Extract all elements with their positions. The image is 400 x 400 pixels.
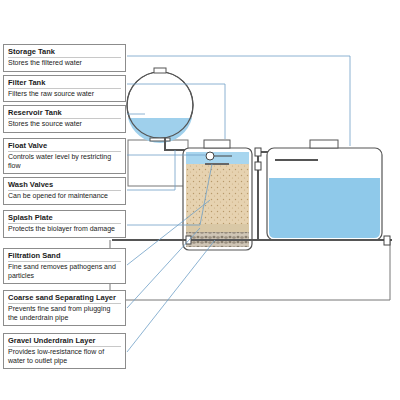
callout-body: Stores the source water: [8, 120, 121, 129]
callout-box: Reservoir TankStores the source water: [3, 105, 126, 133]
callout-body: Provides low-resistance flow of water to…: [8, 348, 121, 365]
callout-box: Filtration SandFine sand removes pathoge…: [3, 248, 126, 284]
callout-heading: Coarse sand Separating Layer: [8, 293, 121, 304]
callout-heading: Wash Valves: [8, 180, 121, 191]
callout-box: Storage TankStores the filtered water: [3, 44, 126, 72]
callout-body: Controls water level by restricting flow: [8, 153, 121, 170]
callout-body: Prevents fine sand from plugging the und…: [8, 305, 121, 322]
callout-box: Coarse sand Separating LayerPrevents fin…: [3, 290, 126, 326]
callout-body: Protects the biolayer from damage: [8, 225, 121, 234]
callout-heading: Splash Plate: [8, 213, 121, 224]
callout-box: Float ValveControls water level by restr…: [3, 138, 126, 174]
callout-body: Stores the filtered water: [8, 59, 121, 68]
callout-heading: Storage Tank: [8, 47, 121, 58]
callout-body: Fine sand removes pathogens and particle…: [8, 263, 121, 280]
callout-heading: Reservoir Tank: [8, 108, 121, 119]
callout-body: Filters the raw source water: [8, 90, 121, 99]
callout-heading: Gravel Underdrain Layer: [8, 336, 121, 347]
callout-heading: Filter Tank: [8, 78, 121, 89]
callout-body: Can be opened for maintenance: [8, 192, 121, 201]
callout-box: Wash ValvesCan be opened for maintenance: [3, 177, 126, 205]
callout-box: Gravel Underdrain LayerProvides low-resi…: [3, 333, 126, 369]
callout-heading: Float Valve: [8, 141, 121, 152]
callout-box: Filter TankFilters the raw source water: [3, 75, 126, 103]
callout-heading: Filtration Sand: [8, 251, 121, 262]
callout-box: Splash PlateProtects the biolayer from d…: [3, 210, 126, 238]
